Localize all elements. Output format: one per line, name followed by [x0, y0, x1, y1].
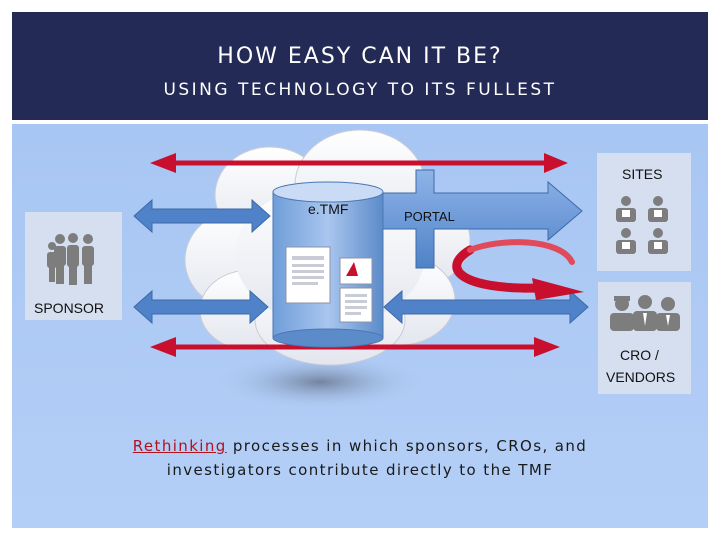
people-group-icon — [47, 233, 94, 285]
caption-highlight: Rethinking — [132, 437, 227, 455]
sponsor-top-blue-arrow — [133, 198, 271, 234]
cro-blue-arrow — [383, 289, 589, 325]
header-banner: HOW EASY CAN IT BE? USING TECHNOLOGY TO … — [12, 12, 708, 120]
sites-box — [597, 153, 691, 271]
portal-arrow — [379, 169, 583, 269]
sponsor-bottom-blue-arrow — [133, 289, 269, 325]
site-staff-icons — [616, 196, 668, 254]
etmf-label: e.TMF — [308, 201, 349, 217]
slide-title: HOW EASY CAN IT BE? — [217, 44, 503, 69]
caption-line1: processes in which sponsors, CROs, and — [226, 437, 588, 455]
top-red-arrow — [150, 153, 568, 173]
cro-vendor-people-icon — [610, 295, 680, 331]
sponsor-label: SPONSOR — [34, 300, 105, 316]
red-swirl-arrow — [452, 239, 584, 300]
document-icons — [285, 246, 373, 323]
sites-label: SITES — [622, 166, 663, 182]
caption-text: Rethinking processes in which sponsors, … — [90, 434, 630, 482]
bottom-red-arrow — [150, 337, 560, 357]
vendors-label: VENDORS — [606, 369, 676, 385]
cloud-shadow — [215, 354, 425, 410]
slide-subtitle: USING TECHNOLOGY TO ITS FULLEST — [163, 80, 557, 100]
cro-label: CRO / — [620, 347, 659, 363]
portal-label: PORTAL — [404, 209, 455, 224]
caption-line2: investigators contribute directly to the… — [166, 461, 554, 479]
